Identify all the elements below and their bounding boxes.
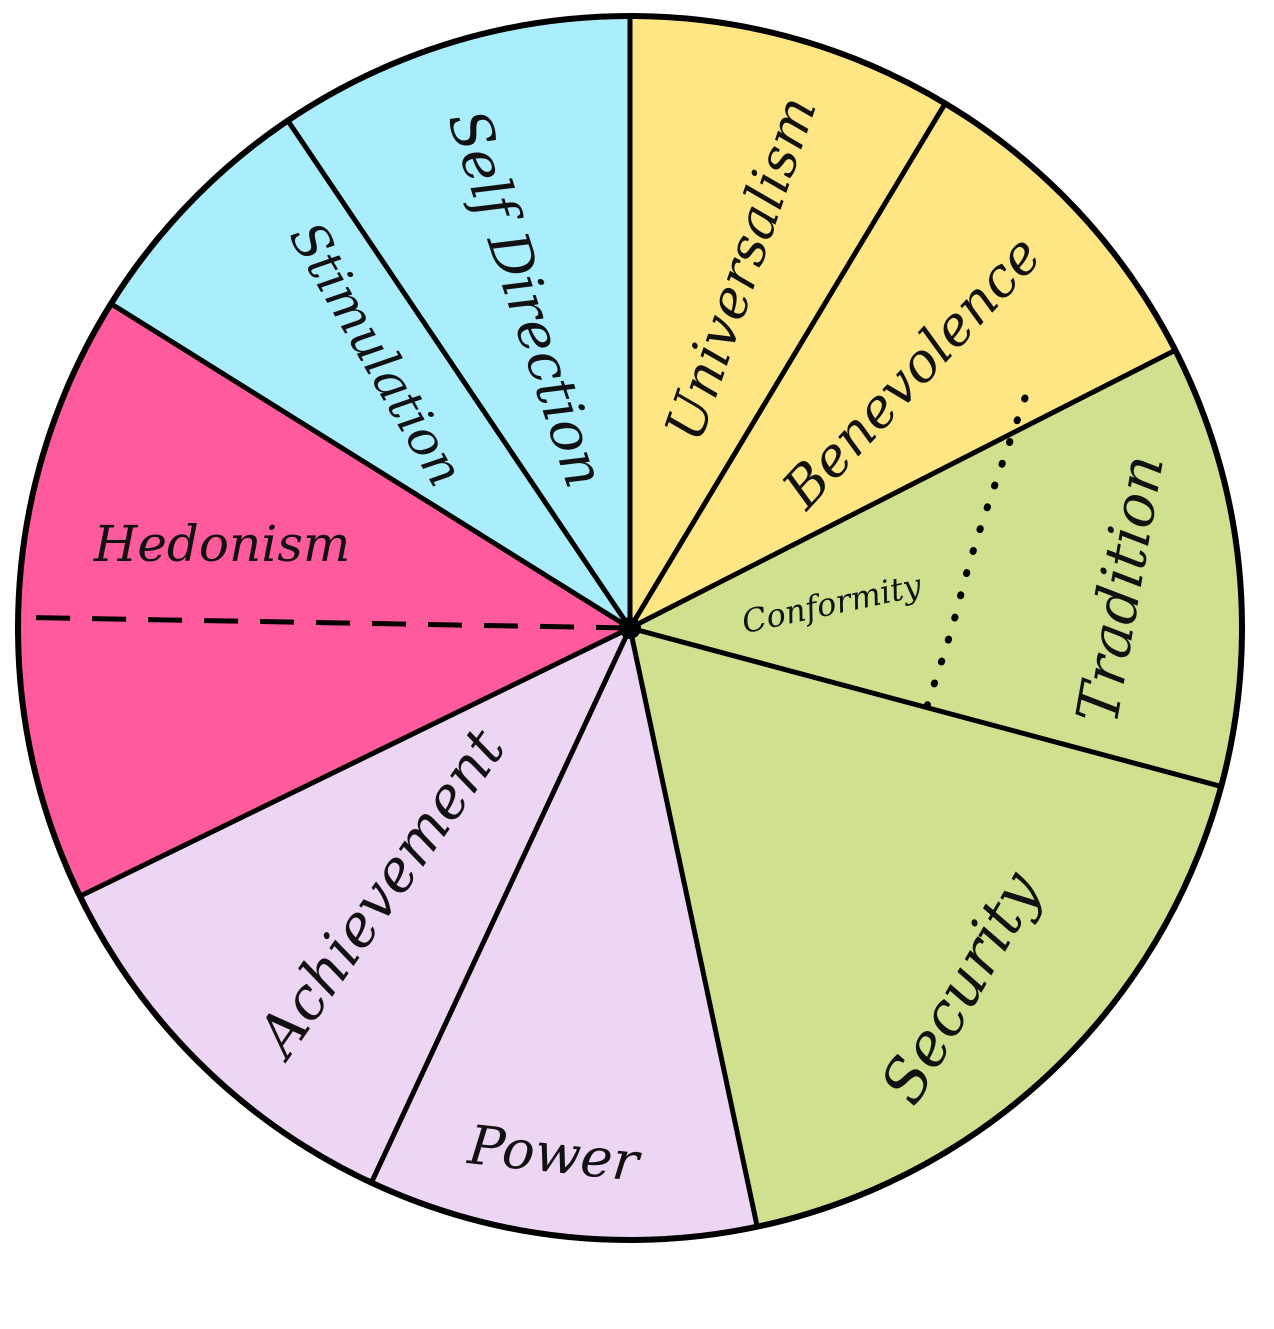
segment-security — [630, 628, 1222, 1227]
segment-self-direction — [287, 15, 630, 628]
segment-stimulation — [111, 120, 630, 628]
divider-hedonism-dashed — [22, 614, 631, 631]
segment-hedonism — [17, 303, 631, 897]
wheel-center — [619, 617, 641, 639]
divider-hedonism — [77, 625, 633, 899]
segment-universalism — [630, 15, 946, 628]
segment-achievement — [79, 628, 630, 1183]
divider-benevolence — [627, 100, 948, 631]
divider-tradition — [627, 347, 1178, 631]
divider-power — [627, 625, 760, 1230]
wheel-rim — [15, 13, 1245, 1243]
segment-tradition — [630, 350, 1242, 787]
segment-benevolence — [630, 103, 1176, 628]
divider-self-direction — [285, 118, 633, 631]
label-hedonism: Hedonism — [93, 515, 351, 573]
wheel-dividers — [22, 13, 1224, 1230]
divider-achievement — [368, 625, 633, 1186]
divider-stimulation — [108, 301, 633, 631]
